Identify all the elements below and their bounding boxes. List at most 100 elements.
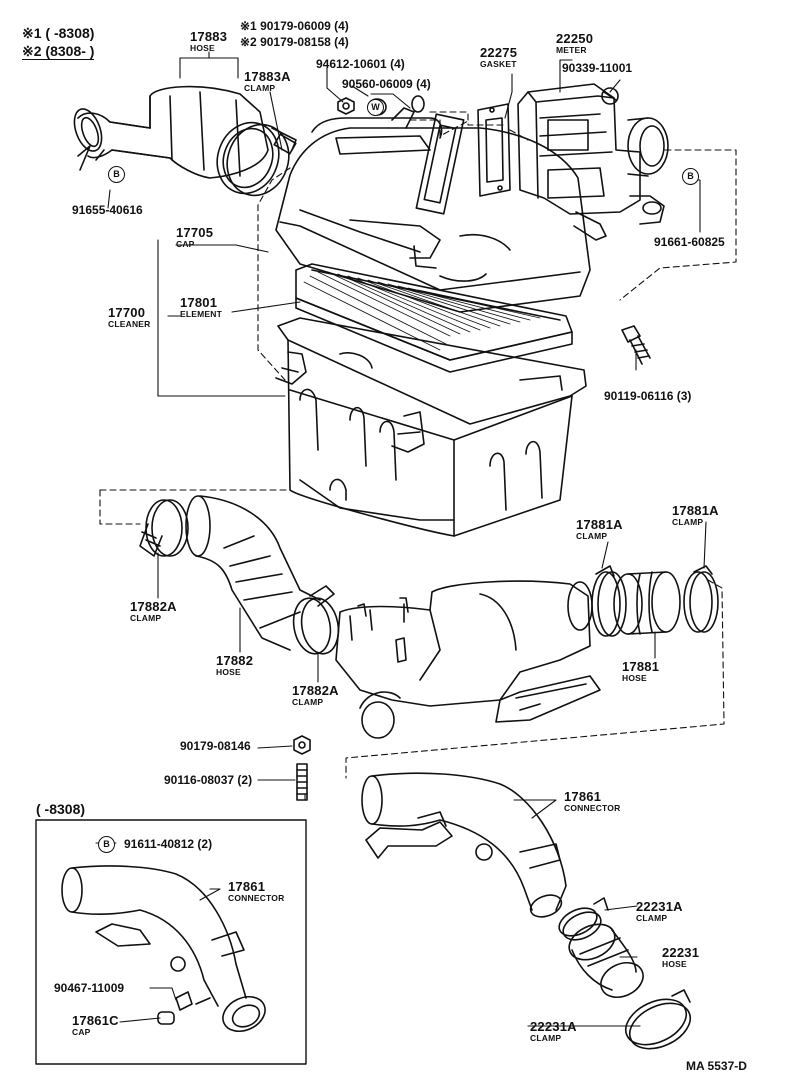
part-name: CLEANER xyxy=(108,319,151,329)
clamp-22231a-upper xyxy=(558,897,609,941)
hose-17882 xyxy=(185,495,321,651)
part-number: 17705 xyxy=(176,225,214,240)
part-number: 17882A xyxy=(130,599,177,614)
part-number: 17861 xyxy=(564,789,602,804)
gasket-22275 xyxy=(477,103,511,197)
dashed-guide-lines xyxy=(99,111,737,801)
part-name: CLAMP xyxy=(576,531,608,541)
part-number: 22275 xyxy=(480,45,518,60)
note-1-mark: ※1 xyxy=(22,25,42,41)
part-number: 22250 xyxy=(556,31,594,46)
airflow-meter-22250 xyxy=(517,83,669,241)
part-number: 17881A xyxy=(576,517,623,532)
callout-b-left: B xyxy=(108,166,125,183)
ref-label: 91611-40812 (2) xyxy=(124,837,213,851)
leader-lines xyxy=(95,51,707,1027)
callout-b-inset: B xyxy=(98,836,115,853)
part-number: 22231 xyxy=(662,945,700,960)
part-number: 17882A xyxy=(292,683,339,698)
part-number: 17883A xyxy=(244,69,291,84)
hose-17881 xyxy=(613,571,681,635)
part-number: 17801 xyxy=(180,295,218,310)
filter-element-17801 xyxy=(295,263,573,373)
clamp-17881a-left xyxy=(591,565,627,637)
figure-id: MA 5537-D xyxy=(686,1059,747,1073)
ref-label: 90179-08146 xyxy=(180,739,251,753)
inset-frame xyxy=(35,819,307,1065)
clamp-17882a-upper xyxy=(139,499,189,557)
part-name: CONNECTOR xyxy=(228,893,285,903)
part-name: HOSE xyxy=(662,959,687,969)
connector-17861 xyxy=(361,772,567,918)
clamp-22231a-lower xyxy=(624,989,692,1050)
part-number: 17700 xyxy=(108,305,146,320)
ref-label: 90339-11001 xyxy=(562,61,633,75)
part-name: HOSE xyxy=(622,673,647,683)
air-cleaner-cap-17705 xyxy=(275,107,591,313)
part-number: 17882 xyxy=(216,653,254,668)
part-name: CAP xyxy=(72,1027,91,1037)
part-number: 22231A xyxy=(636,899,683,914)
part-name: CAP xyxy=(176,239,195,249)
part-name: HOSE xyxy=(216,667,241,677)
nut-90179 xyxy=(293,735,311,755)
inset-connector-17861 xyxy=(61,865,266,1033)
part-name: CLAMP xyxy=(244,83,276,93)
part-name: CLAMP xyxy=(636,913,668,923)
note-1: ※1 ( -8308) xyxy=(22,26,94,40)
ref-label: 90467-11009 xyxy=(54,981,125,995)
part-number: 17883 xyxy=(190,29,228,44)
part-name: CLAMP xyxy=(292,697,324,707)
washer-small xyxy=(411,95,425,113)
hose-clamp-17883a xyxy=(216,121,297,197)
part-number: 17881 xyxy=(622,659,660,674)
inset-cap-17861c xyxy=(157,1011,175,1025)
part-number: 17861 xyxy=(228,879,266,894)
part-name: CLAMP xyxy=(530,1033,562,1043)
clamp-17882a-lower xyxy=(292,585,340,655)
stud-90116 xyxy=(296,763,308,801)
inset-range-label: ( -8308) xyxy=(36,801,86,817)
hose-22231 xyxy=(568,923,644,999)
part-name: HOSE xyxy=(190,43,215,53)
note-2-mark: ※2 xyxy=(22,43,42,59)
part-name: METER xyxy=(556,45,587,55)
inset-hose-clip-90467 xyxy=(175,991,211,1011)
ref-label: 91661-60825 xyxy=(654,235,725,249)
ref-label: 90119-06116 (3) xyxy=(604,389,692,403)
part-name: CLAMP xyxy=(130,613,162,623)
ref-label: ※2 90179-08158 (4) xyxy=(240,35,349,49)
callout-b-right: B xyxy=(682,168,699,185)
ref-label: ※1 90179-06009 (4) xyxy=(240,19,349,33)
part-name: CLAMP xyxy=(672,517,704,527)
latch-clips xyxy=(275,351,425,453)
cleaner-case-17700 xyxy=(277,317,587,537)
part-number: 17861C xyxy=(72,1013,119,1028)
part-number: 17881A xyxy=(672,503,719,518)
nut-94612 xyxy=(337,97,355,115)
note-2-range: (8308- ) xyxy=(45,43,95,59)
callout-w: W xyxy=(367,99,384,116)
ref-label: 94612-10601 (4) xyxy=(316,57,405,71)
ref-label: 90116-08037 (2) xyxy=(164,773,253,787)
ref-label: 90560-06009 (4) xyxy=(342,77,431,91)
